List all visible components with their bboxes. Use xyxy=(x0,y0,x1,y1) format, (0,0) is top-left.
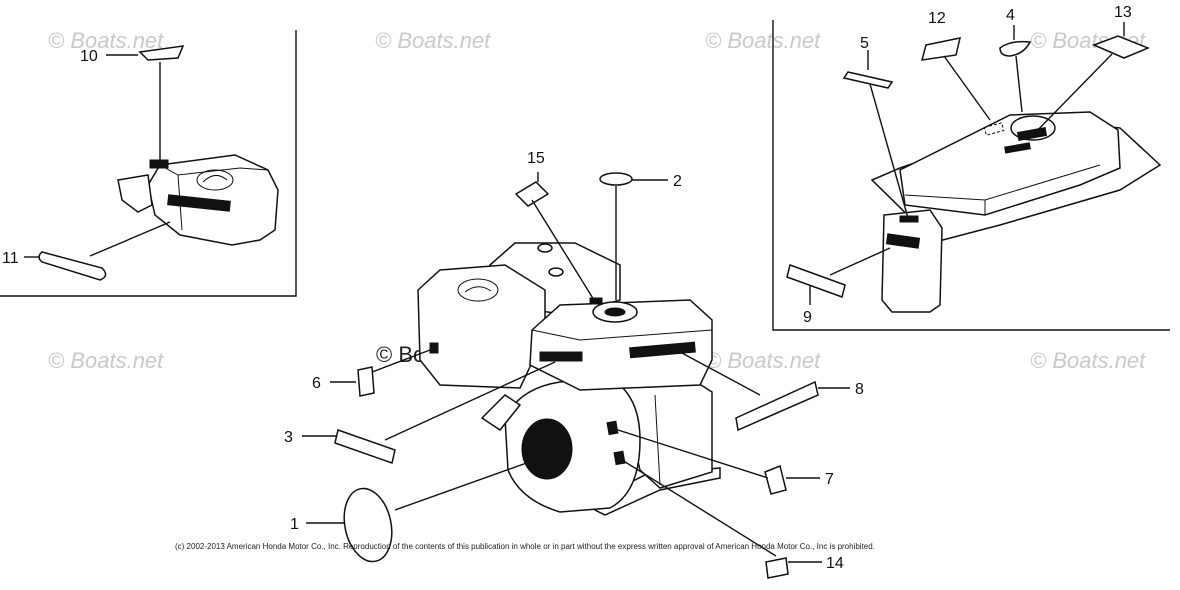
right-inset-fuel-tank: 12 4 13 5 9 xyxy=(786,4,1162,326)
box-label-5 xyxy=(899,215,919,223)
cleaner-label-6 xyxy=(429,342,439,354)
part-7-label xyxy=(764,464,787,495)
callout-5: 5 xyxy=(860,35,869,52)
tank-label-3 xyxy=(539,351,583,362)
part-14-label xyxy=(765,557,789,579)
part-2-cap-label xyxy=(599,172,633,186)
tank-label-13 xyxy=(1004,142,1031,154)
callout-14: 14 xyxy=(826,555,844,572)
panel-borders xyxy=(0,20,1170,331)
part-1-starter-label xyxy=(343,487,393,563)
air-cleaner-box xyxy=(881,209,943,313)
callout-2: 2 xyxy=(673,173,682,190)
tank-label-8 xyxy=(629,341,696,359)
callout-6: 6 xyxy=(312,375,321,392)
starter-grip xyxy=(480,394,522,432)
fuel-valve xyxy=(117,174,153,213)
callout-15: 15 xyxy=(527,150,545,167)
part-3-label xyxy=(334,429,396,464)
callout-8: 8 xyxy=(855,381,864,398)
fuel-tank xyxy=(899,111,1121,216)
callout-4: 4 xyxy=(1006,7,1015,24)
label-11-on-housing xyxy=(167,194,231,212)
part-4-label xyxy=(999,40,1032,57)
part-8-label xyxy=(735,380,819,432)
callout-3: 3 xyxy=(284,429,293,446)
honda-logo-emblem xyxy=(196,169,234,191)
part-15-label xyxy=(514,181,550,207)
recoil-starter xyxy=(521,418,573,480)
part-5-label xyxy=(842,71,894,89)
cover-label-7 xyxy=(606,420,619,436)
part-12-label xyxy=(920,37,961,61)
watermark-7: © Boats.net xyxy=(1030,348,1146,373)
part-10-label xyxy=(138,45,185,61)
right-panel-border xyxy=(772,20,1170,331)
callout-12: 12 xyxy=(928,10,946,27)
callout-11: 11 xyxy=(2,250,19,267)
copyright-notice: (c) 2002-2013 American Honda Motor Co., … xyxy=(175,542,875,551)
watermark-5: © Boats.net xyxy=(48,348,164,373)
callout-10: 10 xyxy=(80,48,98,65)
air-cleaner-main xyxy=(417,264,546,389)
watermark-1: © Boats.net xyxy=(48,28,164,53)
tank-label-12 xyxy=(983,122,1005,136)
tank-label-4 xyxy=(1016,127,1048,141)
box-label-9 xyxy=(885,233,921,249)
tank-label-15 xyxy=(589,297,603,305)
watermark-6: © Boats.net xyxy=(705,348,821,373)
part-13-label xyxy=(1091,35,1150,59)
part-9-label xyxy=(786,264,846,298)
watermark-3: © Boats.net xyxy=(705,28,821,53)
part-11-label xyxy=(38,251,107,281)
main-engine: 15 2 6 3 8 7 14 1 xyxy=(284,150,864,579)
watermark-2: © Boats.net xyxy=(375,28,491,53)
main-honda-emblem xyxy=(457,278,499,302)
cover-label-14 xyxy=(613,450,626,466)
fan-cover xyxy=(504,377,641,513)
callout-13: 13 xyxy=(1114,4,1132,21)
callout-1: 1 xyxy=(290,516,299,533)
callout-9: 9 xyxy=(803,309,812,326)
left-panel-border xyxy=(0,30,297,297)
part-6-label xyxy=(357,366,375,397)
callout-7: 7 xyxy=(825,471,834,488)
left-inset-air-cleaner: 10 11 xyxy=(2,45,279,281)
label-10-on-housing xyxy=(149,159,169,169)
